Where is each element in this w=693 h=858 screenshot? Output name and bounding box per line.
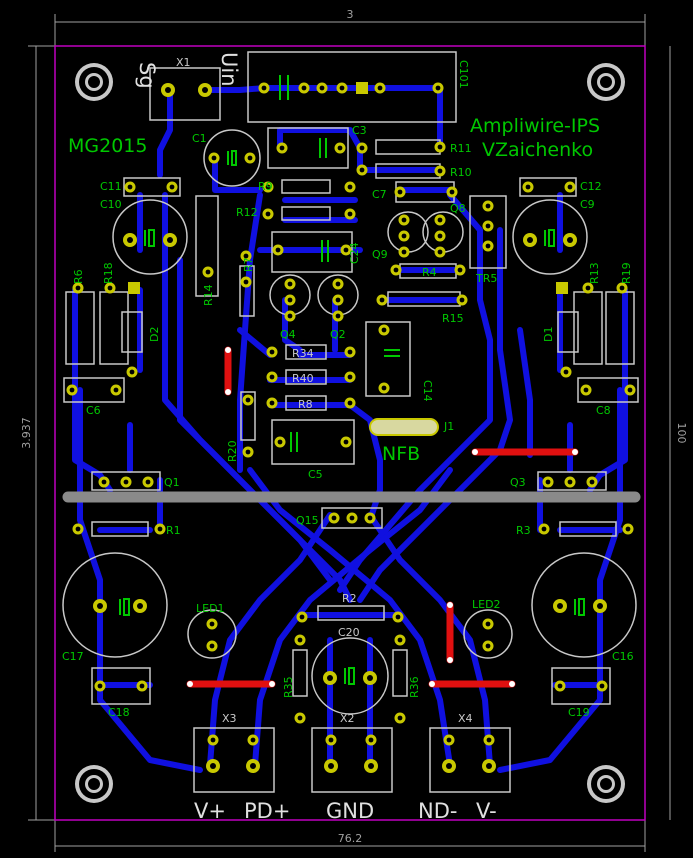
svg-text:C1: C1	[192, 132, 207, 145]
component-pads	[66, 82, 636, 773]
mounting-hole-bottom-left	[75, 765, 113, 803]
svg-text:LED2: LED2	[472, 598, 501, 611]
svg-text:R12: R12	[236, 206, 258, 219]
jumper-label-nfb: NFB	[382, 443, 420, 465]
mounting-hole-top-right	[587, 63, 625, 101]
silkscreen-outlines	[62, 51, 639, 793]
svg-text:Q9: Q9	[372, 248, 388, 261]
svg-text:C16: C16	[612, 650, 634, 663]
dim-bottom: 76.2	[338, 832, 363, 845]
svg-text:R14: R14	[202, 284, 215, 306]
capacitor-symbols	[119, 75, 585, 685]
jumper-end-dots	[187, 347, 578, 687]
svg-text:C24: C24	[348, 242, 361, 264]
svg-text:C11: C11	[100, 180, 122, 193]
svg-text:R8: R8	[298, 398, 313, 411]
j1-jumper	[369, 418, 439, 436]
connector-label-pdplus: PD+	[244, 799, 290, 823]
board-title-1: Ampliwire-IPS	[470, 115, 600, 137]
svg-text:R20: R20	[226, 440, 239, 462]
svg-text:R4: R4	[422, 266, 437, 279]
svg-text:R3: R3	[516, 524, 531, 537]
connector-label-vminus: V-	[476, 799, 497, 823]
svg-text:R40: R40	[292, 372, 314, 385]
svg-text:C10: C10	[100, 198, 122, 211]
svg-text:X1: X1	[176, 56, 191, 69]
svg-text:R10: R10	[450, 166, 472, 179]
svg-text:C17: C17	[62, 650, 84, 663]
svg-text:R2: R2	[342, 592, 357, 605]
svg-text:C9: C9	[580, 198, 595, 211]
svg-text:D1: D1	[542, 327, 555, 342]
dim-top: 3	[347, 8, 354, 21]
dim-left: 3.937	[20, 417, 33, 449]
svg-text:R7: R7	[242, 257, 255, 272]
svg-text:C12: C12	[580, 180, 602, 193]
svg-text:C3: C3	[352, 124, 367, 137]
dim-right: 100	[675, 423, 688, 444]
svg-text:Q1: Q1	[164, 476, 180, 489]
svg-text:R35: R35	[282, 676, 295, 698]
svg-text:X3: X3	[222, 712, 237, 725]
svg-text:R18: R18	[102, 262, 115, 284]
jumper-wires	[186, 346, 579, 688]
svg-text:C18: C18	[108, 706, 130, 719]
svg-text:Q4: Q4	[280, 328, 296, 341]
svg-text:R1: R1	[166, 524, 181, 537]
svg-text:Q8: Q8	[450, 202, 466, 215]
svg-text:D2: D2	[148, 327, 161, 342]
svg-text:X2: X2	[340, 712, 355, 725]
svg-text:LED1: LED1	[196, 602, 225, 615]
board-title-2: VZaichenko	[482, 139, 593, 161]
svg-text:C7: C7	[372, 188, 387, 201]
svg-text:C8: C8	[596, 404, 611, 417]
svg-text:R6: R6	[72, 269, 85, 284]
svg-text:C101: C101	[457, 60, 470, 89]
svg-text:R15: R15	[442, 312, 464, 325]
svg-text:R36: R36	[408, 676, 421, 698]
svg-text:C5: C5	[308, 468, 323, 481]
component-designators: Sg X1 Uin C101 C1 C3 R11 R10 C11 C10 C12…	[62, 52, 634, 725]
dimension-lines	[28, 14, 671, 852]
svg-text:Uin: Uin	[217, 52, 241, 87]
connector-label-gnd: GND	[326, 799, 374, 823]
connector-label-vplus: V+	[194, 799, 226, 823]
svg-text:R13: R13	[588, 262, 601, 284]
connector-label-ndminus: ND-	[418, 799, 457, 823]
board-name: MG2015	[68, 135, 147, 157]
svg-text:R34: R34	[292, 347, 314, 360]
svg-text:Q3: Q3	[510, 476, 526, 489]
svg-text:Q2: Q2	[330, 328, 346, 341]
svg-text:X4: X4	[458, 712, 473, 725]
svg-text:J1: J1	[443, 420, 454, 433]
svg-text:R11: R11	[450, 142, 472, 155]
svg-text:C19: C19	[568, 706, 590, 719]
svg-text:C14: C14	[421, 380, 434, 402]
mounting-hole-bottom-right	[587, 765, 625, 803]
svg-text:Q15: Q15	[296, 514, 319, 527]
svg-text:R9: R9	[258, 180, 273, 193]
svg-text:R19: R19	[620, 262, 633, 284]
svg-text:TR5: TR5	[475, 272, 497, 285]
mounting-hole-top-left	[75, 63, 113, 101]
svg-text:C20: C20	[338, 626, 360, 639]
board-outline	[54, 45, 646, 821]
svg-text:Sg: Sg	[135, 62, 159, 89]
svg-text:C6: C6	[86, 404, 101, 417]
